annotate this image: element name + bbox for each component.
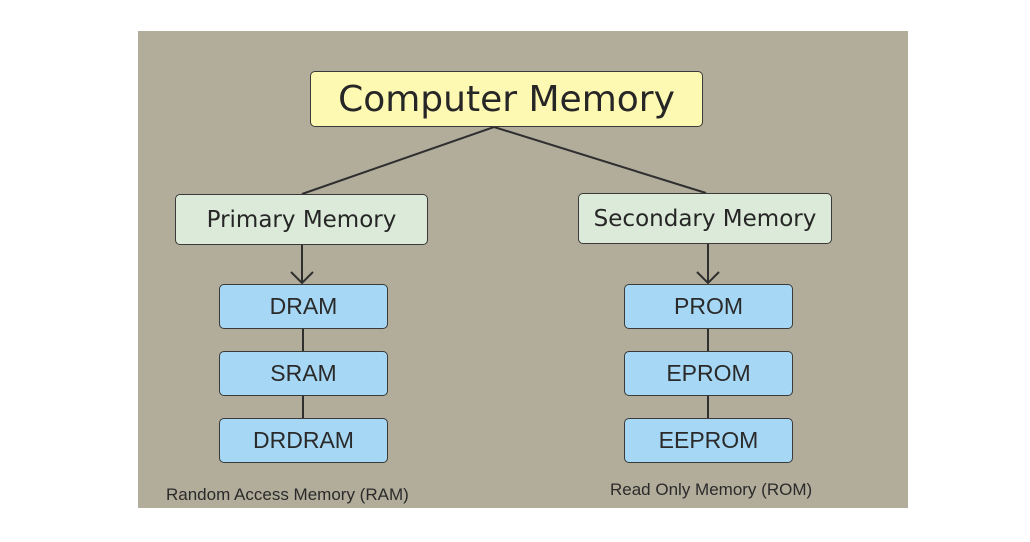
node-eeprom: EEPROM bbox=[624, 418, 793, 463]
node-computer-memory: Computer Memory bbox=[310, 71, 703, 127]
node-eprom: EPROM bbox=[624, 351, 793, 396]
arrowhead-primary-to-dram bbox=[290, 271, 314, 285]
node-drdram: DRDRAM bbox=[219, 418, 388, 463]
node-primary-memory: Primary Memory bbox=[175, 194, 428, 245]
caption-ram: Random Access Memory (RAM) bbox=[166, 485, 409, 504]
connector-root-to-secondary bbox=[493, 126, 707, 194]
node-prom: PROM bbox=[624, 284, 793, 329]
node-sram: SRAM bbox=[219, 351, 388, 396]
caption-rom: Read Only Memory (ROM) bbox=[610, 480, 813, 499]
node-dram: DRAM bbox=[219, 284, 388, 329]
node-secondary-memory: Secondary Memory bbox=[578, 193, 832, 244]
connector-root-to-primary bbox=[301, 126, 495, 195]
arrowhead-secondary-to-prom bbox=[696, 271, 720, 285]
